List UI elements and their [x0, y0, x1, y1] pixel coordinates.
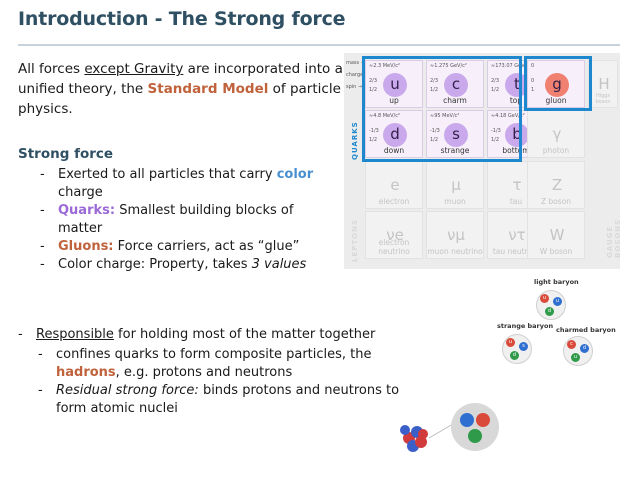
particle-name: tau	[509, 197, 523, 206]
particle-mass: 0	[531, 63, 535, 69]
particle-cell-electron: e electron	[365, 161, 423, 209]
strange-baryon-label: strange baryon	[497, 322, 554, 330]
strange-baryon-icon: u s d	[502, 334, 532, 364]
particle-symbol: u	[383, 73, 407, 97]
particle-symbol: Z	[551, 176, 563, 194]
particle-name: tau neutrino	[492, 247, 540, 256]
light-baryon-label: light baryon	[534, 278, 579, 286]
particle-mass: ≈2.3 MeV/c²	[369, 63, 400, 69]
quarks-label: QUARKS	[351, 121, 359, 160]
particle-name: Higgs boson	[595, 93, 611, 105]
gluon-highlight-frame	[524, 56, 592, 111]
particle-symbol: d	[383, 123, 407, 147]
bullet-quarks: Quarks: Smallest building blocks of matt…	[40, 202, 340, 238]
particle-name: up	[389, 96, 399, 105]
particle-symbol: μ	[451, 176, 461, 194]
particle-name: Z boson	[540, 197, 572, 206]
particle-symbol: νe	[386, 226, 404, 244]
particle-mass: ≈4.8 MeV/c²	[369, 113, 400, 119]
charge-row-header: charge →	[346, 72, 369, 78]
spin-row-header: spin →	[346, 84, 363, 90]
particle-name: gluon	[545, 96, 567, 105]
charmed-baryon-label: charmed baryon	[556, 326, 616, 334]
particle-mass: ≈1.275 GeV/c²	[430, 63, 467, 69]
intro-text: of particle physics.	[18, 81, 341, 117]
bullet-confines: confines quarks to form composite partic…	[38, 346, 418, 382]
slide-title: Introduction - The Strong force	[18, 8, 346, 30]
particle-name: down	[383, 146, 405, 155]
particle-symbol: νμ	[447, 226, 465, 244]
particle-symbol: g	[545, 73, 569, 97]
atomic-nucleus-icon	[400, 425, 428, 452]
particle-name: electron neutrino	[378, 238, 410, 256]
particle-symbol: c	[444, 73, 468, 97]
particle-cell-muon: μ muon	[426, 161, 484, 209]
quarks-highlight-frame	[362, 56, 522, 162]
particle-symbol: γ	[552, 125, 562, 143]
intro-except-gravity: except Gravity	[84, 61, 184, 77]
bullet-color-property: Color charge: Property, takes 3 values	[40, 256, 340, 274]
particle-symbol: τ	[512, 176, 522, 194]
responsible-bullets: Responsible for holding most of the matt…	[18, 326, 418, 418]
particle-name: photon	[542, 146, 570, 155]
particle-name: top	[509, 96, 523, 105]
particle-symbol: b	[505, 123, 529, 147]
strong-force-bullets: Exerted to all particles that carry colo…	[40, 166, 340, 274]
intro-paragraph: All forces except Gravity are incorporat…	[18, 59, 343, 119]
bullet-color-charge: Exerted to all particles that carry colo…	[40, 166, 340, 202]
particle-cell-Z-boson: Z Z boson	[527, 161, 585, 209]
proton-zoom-icon	[451, 403, 499, 451]
particle-mass: ≈173.07 GeV/c²	[491, 63, 532, 69]
particle-name: muon neutrino	[427, 247, 483, 256]
bullet-gluons: Gluons: Force carriers, act as “glue”	[40, 238, 340, 256]
leptons-label: LEPTONS	[351, 219, 359, 262]
particle-symbol: s	[444, 123, 468, 147]
mass-row-header: mass →	[346, 60, 365, 66]
charmed-baryon-icon: c d u	[563, 336, 593, 366]
intro-text: are incorporated into a unified theory, …	[18, 61, 343, 97]
particle-mass: ≈95 MeV/c²	[430, 113, 460, 119]
strong-force-heading: Strong force	[18, 146, 114, 162]
title-divider	[18, 44, 620, 46]
particle-name: charm	[443, 96, 467, 105]
particle-mass: ≈4.18 GeV/c²	[491, 113, 525, 119]
particle-name: electron	[378, 197, 410, 206]
particle-cell-photon: γ photon	[527, 110, 585, 158]
bullet-residual: Residual strong force: binds protons and…	[38, 382, 418, 418]
particle-symbol: ντ	[508, 226, 526, 244]
intro-text: All forces	[18, 61, 85, 77]
particle-cell-muon-neutrino: νμ muon neutrino	[426, 211, 484, 259]
particle-symbol: H	[598, 75, 610, 93]
particle-name: muon	[444, 197, 466, 206]
particle-symbol: W	[549, 226, 565, 244]
nucleus-illustration	[400, 403, 499, 452]
gauge-bosons-label: GAUGE BOSONS	[606, 218, 622, 258]
particle-symbol: e	[390, 176, 400, 194]
particle-cell-W-boson: W W boson	[527, 211, 585, 259]
particle-name: strange	[440, 146, 470, 155]
intro-standard-model: Standard Model	[147, 81, 269, 97]
light-baryon-icon: u u d	[536, 290, 566, 320]
bullet-responsible: Responsible for holding most of the matt…	[18, 326, 418, 418]
particle-name: W boson	[539, 247, 573, 256]
particle-name: bottom	[502, 146, 530, 155]
